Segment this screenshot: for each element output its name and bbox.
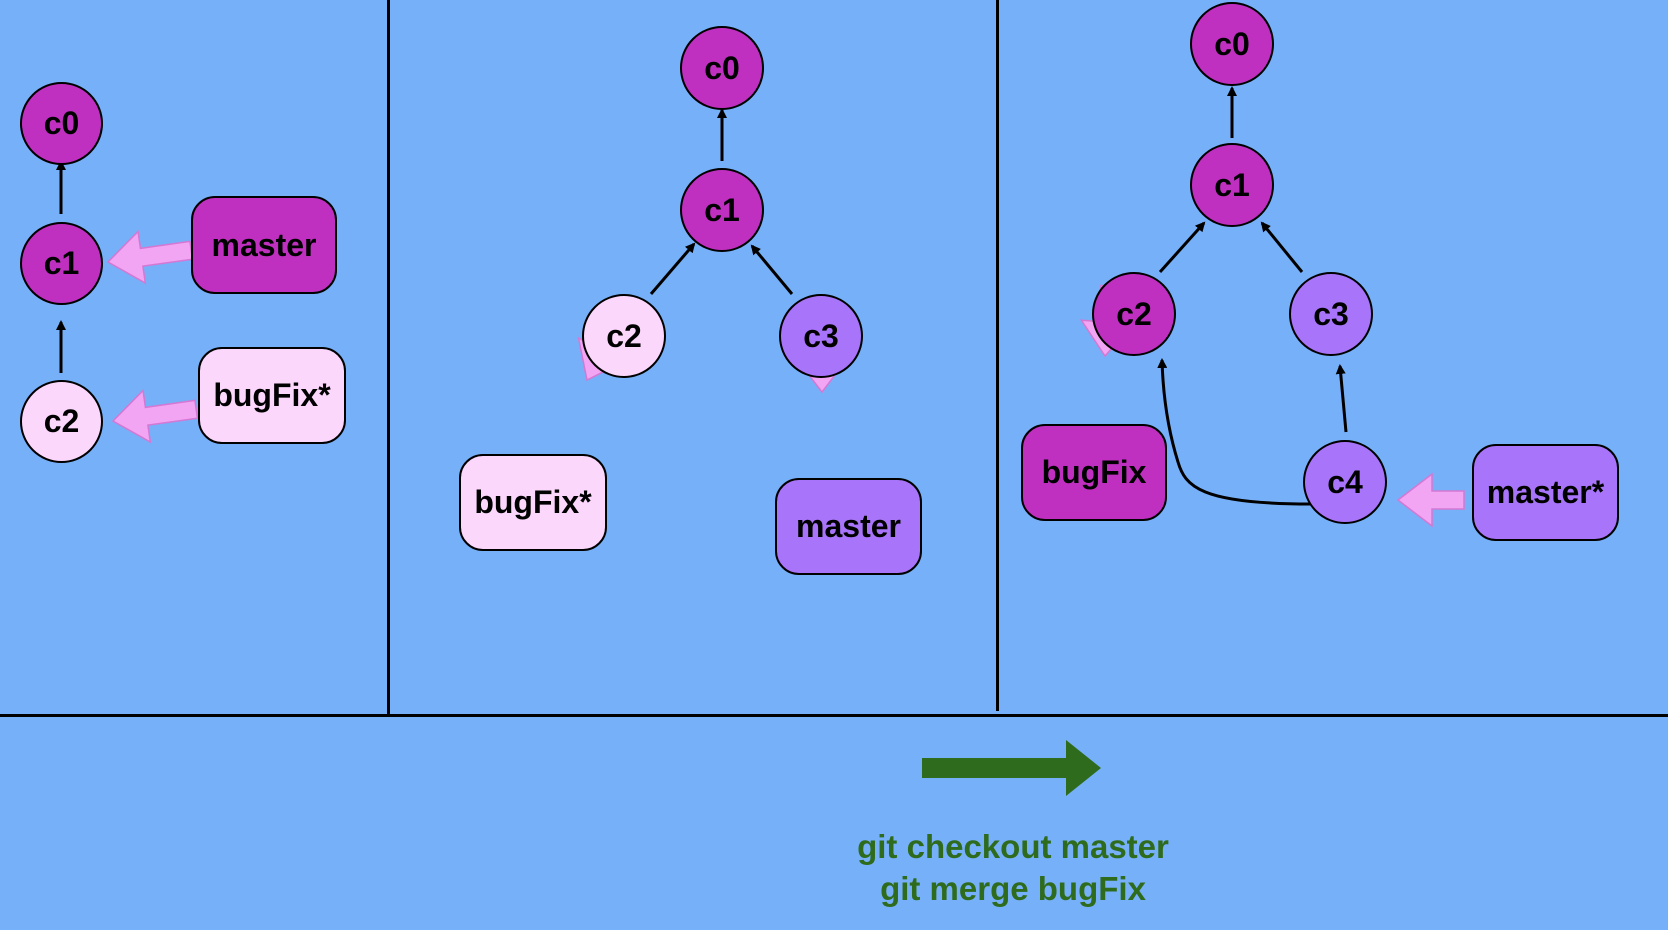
panel-divider-2 (996, 0, 999, 711)
panel1-branch-master: master (191, 196, 337, 294)
panel-divider-horizontal (0, 714, 1668, 717)
command-direction-arrow (922, 740, 1101, 796)
edge-p3-c4-c2 (1157, 358, 1311, 506)
edge-p3-c4-c3 (1335, 364, 1348, 433)
edge-p2-c2-c1 (649, 242, 696, 295)
panel3-branch-master: master* (1472, 444, 1619, 541)
panel3-commit-c2: c2 (1092, 272, 1176, 356)
panel2-branch-bugfix: bugFix* (459, 454, 607, 551)
panel-divider-1 (387, 0, 390, 716)
command-checkout: git checkout master (857, 828, 1169, 865)
panel3-branch-bugfix: bugFix (1021, 424, 1167, 521)
pointer-p1-master (106, 229, 194, 285)
panel2-branch-master: master (775, 478, 922, 575)
panel1-commit-c0: c0 (20, 82, 103, 165)
edge-p3-c3-c1 (1260, 221, 1304, 273)
panel3-commit-c4: c4 (1303, 440, 1387, 524)
panel2-commit-c3: c3 (779, 294, 863, 378)
panel3-commit-c3: c3 (1289, 272, 1373, 356)
panel2-commit-c1: c1 (680, 168, 764, 252)
panel1-branch-bugfix: bugFix* (198, 347, 346, 444)
command-merge: git merge bugFix (880, 870, 1146, 907)
panel1-commit-c1: c1 (20, 222, 103, 305)
pointer-p1-bugfix (111, 388, 199, 444)
panel1-commit-c2: c2 (20, 380, 103, 463)
panel2-commit-c0: c0 (680, 26, 764, 110)
edge-p3-c2-c1 (1158, 221, 1206, 274)
pointer-p3-master (1396, 472, 1465, 528)
panel3-commit-c0: c0 (1190, 2, 1274, 86)
panel2-commit-c2: c2 (582, 294, 666, 378)
edge-p2-c3-c1 (750, 244, 794, 295)
panel3-commit-c1: c1 (1190, 143, 1274, 227)
